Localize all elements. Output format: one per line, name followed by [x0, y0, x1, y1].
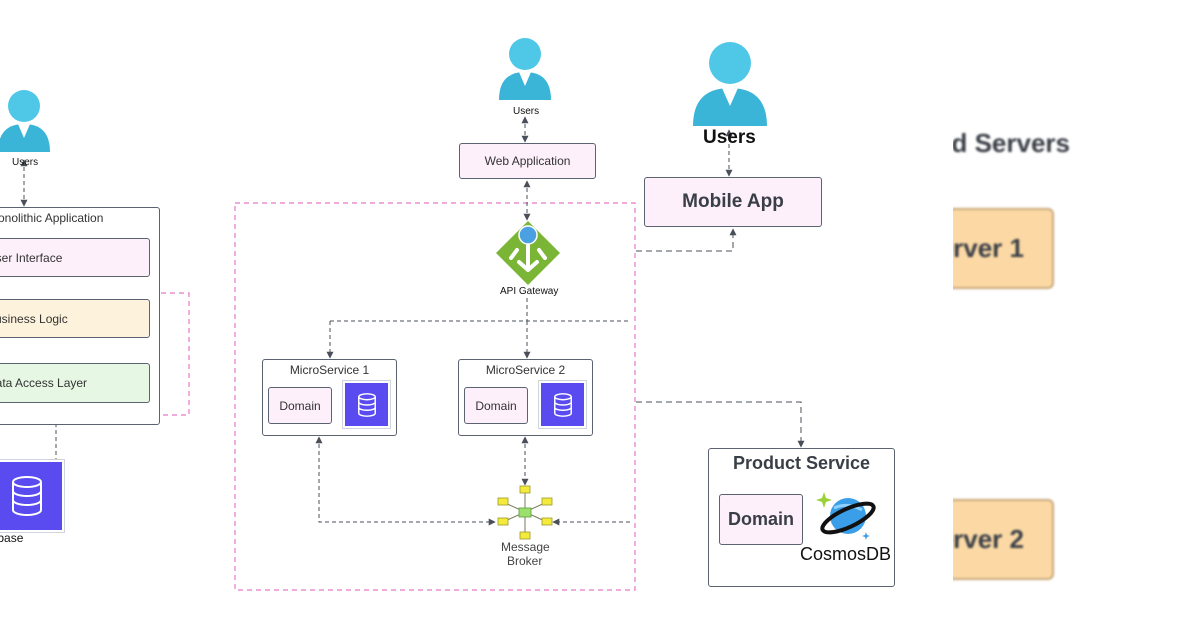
users-label: Users [513, 106, 540, 117]
domain-label: Domain [279, 398, 321, 413]
ui-layer-box[interactable]: User Interface [0, 238, 150, 277]
users-label: Users [703, 127, 756, 148]
product-service-domain[interactable]: Domain [719, 494, 803, 545]
microservice-2-title: MicroService 2 [485, 363, 566, 377]
microservice-2-domain[interactable]: Domain [464, 387, 528, 424]
microservice-1-database[interactable] [343, 381, 390, 428]
server-2-box[interactable]: Server 2 [953, 499, 1054, 580]
server-2-label: Server 2 [953, 524, 1024, 554]
user-icon [499, 38, 551, 100]
mobile-app-label: Mobile App [682, 191, 784, 212]
logic-layer-label: Business Logic [0, 311, 68, 326]
users-label: Users [12, 157, 39, 168]
api-gateway-label: API Gateway [500, 286, 559, 297]
logic-layer-box[interactable]: Business Logic [0, 299, 150, 338]
server-1-label: Server 1 [953, 233, 1024, 263]
message-broker-label-1: Message [501, 540, 550, 554]
database-label: Database [0, 531, 24, 545]
microservice-1-domain[interactable]: Domain [268, 387, 332, 424]
servers-heading: Load Balanced Servers [953, 128, 1070, 159]
servers-panel: Load Balanced Servers Server 1 Server 2 [953, 0, 1200, 630]
domain-label: Domain [475, 398, 517, 413]
database-tile[interactable] [0, 460, 64, 532]
microservices-dashed-frame [234, 202, 636, 591]
web-application-label: Web Application [484, 154, 571, 168]
mobile-app-box[interactable]: Mobile App [644, 177, 822, 227]
api-gateway-icon[interactable] [495, 220, 561, 286]
servers-heading-text: Load Balanced Servers [953, 128, 1070, 158]
message-broker-label-2: Broker [507, 554, 543, 568]
user-icon [0, 90, 50, 152]
microservice-2-database[interactable] [539, 381, 586, 428]
data-layer-label: Data Access Layer [0, 376, 88, 390]
user-icon [693, 42, 767, 126]
cosmosdb-icon[interactable] [814, 488, 878, 544]
cosmosdb-label: CosmosDB [800, 544, 892, 564]
domain-label: Domain [727, 509, 794, 529]
data-layer-box[interactable]: Data Access Layer [0, 363, 150, 403]
database-icon [553, 392, 572, 417]
monolith-title: Monolithic Application [0, 211, 104, 225]
database-icon [12, 476, 42, 516]
database-icon [357, 392, 376, 417]
product-service-title: Product Service [732, 453, 871, 473]
ui-layer-label: User Interface [0, 250, 63, 265]
server-1-box[interactable]: Server 1 [953, 208, 1054, 289]
message-broker-icon[interactable] [495, 485, 555, 541]
web-application-box[interactable]: Web Application [459, 143, 596, 179]
microservice-1-title: MicroService 1 [289, 363, 370, 377]
